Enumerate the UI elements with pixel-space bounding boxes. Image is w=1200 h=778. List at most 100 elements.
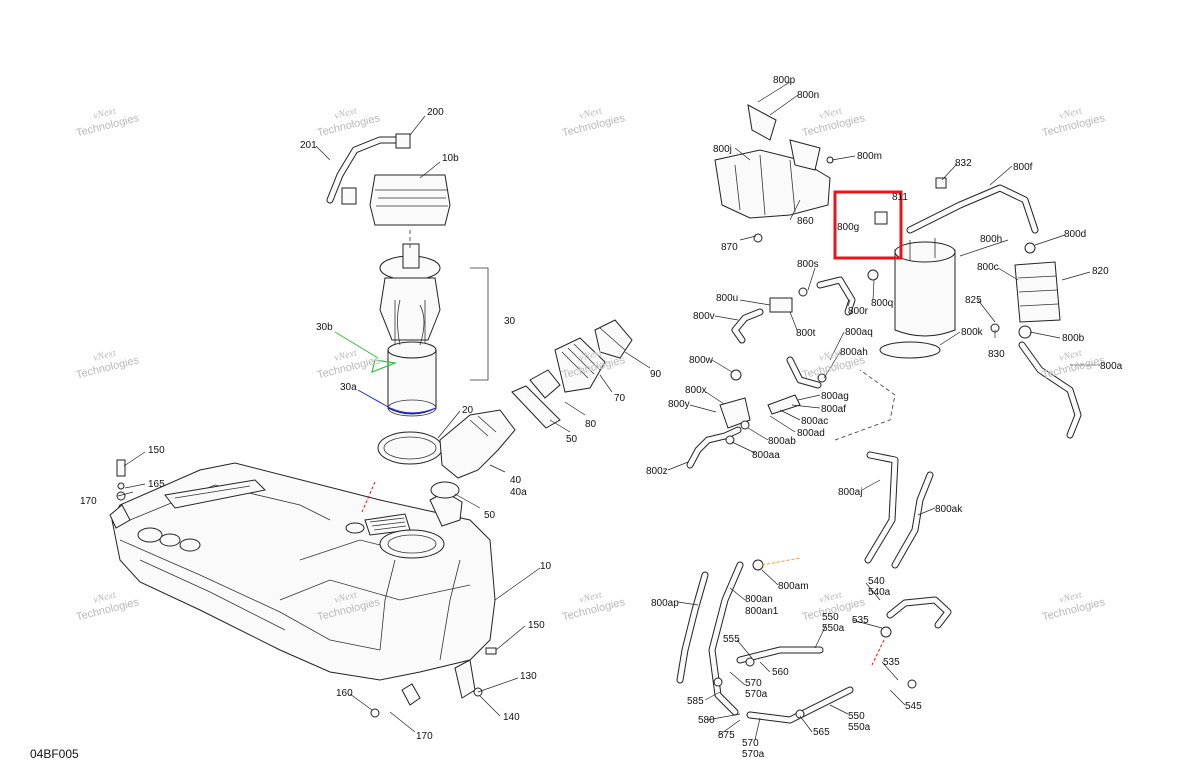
- callout-label: 800af: [821, 404, 847, 415]
- callout-label: 550: [822, 612, 839, 623]
- callout-label: 550: [848, 711, 865, 722]
- callout-label: 560: [772, 667, 789, 678]
- callout-label: 555: [723, 634, 740, 645]
- callout-label: 800c: [977, 262, 999, 273]
- callout-label: 535: [883, 657, 900, 668]
- callout-label: 585: [687, 696, 704, 707]
- callout-label: 800s: [797, 259, 819, 270]
- callout-label: 200: [427, 107, 444, 118]
- callout-label: 550a: [848, 722, 871, 733]
- callout-label: 545: [905, 701, 922, 712]
- callout-label: 570a: [742, 749, 765, 760]
- callout-label: 800r: [848, 306, 869, 317]
- callout-label: 800ab: [768, 436, 796, 447]
- callout-label: 820: [1092, 266, 1109, 277]
- callout-label: 832: [955, 158, 972, 169]
- callout-label: 870: [721, 242, 738, 253]
- lower-hose-group: [676, 557, 952, 724]
- callout-label: 800h: [980, 234, 1003, 245]
- callout-label: 800t: [796, 328, 816, 339]
- callout-label: 20: [462, 405, 474, 416]
- callout-label: 201: [300, 140, 317, 151]
- callout-label: 800ak: [935, 504, 963, 515]
- callout-label: 130: [520, 671, 537, 682]
- highlight-box: [833, 190, 903, 260]
- callout-label: 800z: [646, 466, 668, 477]
- callout-label: 800w: [689, 355, 713, 366]
- callout-label: 140: [503, 712, 520, 723]
- callout-label: 580: [698, 715, 715, 726]
- callout-label: 540a: [868, 587, 891, 598]
- callout-label: 830: [988, 349, 1005, 360]
- callout-label: 30a: [340, 382, 357, 393]
- callout-label: 800u: [716, 293, 739, 304]
- callout-label: 800j: [713, 144, 732, 155]
- callout-label: 800k: [961, 327, 983, 338]
- callout-label: 10b: [442, 153, 459, 164]
- callout-label: 800b: [1062, 333, 1085, 344]
- callout-label: 800ag: [821, 391, 849, 402]
- callout-label: 800q: [871, 298, 894, 309]
- callout-label: 800y: [668, 399, 690, 410]
- callout-label: 800m: [857, 151, 883, 162]
- callout-label: 30b: [316, 322, 333, 333]
- callout-label: 800n: [797, 90, 820, 101]
- callout-label: 575: [718, 730, 735, 741]
- callout-label: 800ap: [651, 598, 679, 609]
- callout-label: 800an1: [745, 606, 779, 617]
- callout-label: 800f: [1013, 162, 1033, 173]
- callout-label: 800am: [778, 581, 809, 592]
- pump-seal-ring: [377, 431, 443, 465]
- callout-label: 40a: [510, 487, 527, 498]
- tank-fasteners: [116, 459, 497, 718]
- callout-label: 800v: [693, 311, 715, 322]
- filler-neck: [430, 319, 633, 499]
- callout-label: 150: [148, 445, 165, 456]
- callout-label: 800x: [685, 385, 707, 396]
- callout-label: 40: [510, 475, 522, 486]
- drawing-code: 04BF005: [30, 747, 79, 761]
- callout-label: 50: [566, 434, 578, 445]
- callout-label: 860: [797, 216, 814, 227]
- callout-label: 535: [852, 615, 869, 626]
- evap-canister-group: [714, 104, 1082, 439]
- callout-label: 150: [528, 620, 545, 631]
- callout-label: 90: [650, 369, 662, 380]
- callout-label: 800ac: [801, 416, 829, 427]
- callout-label: 70: [614, 393, 626, 404]
- callout-label: 570: [745, 678, 762, 689]
- callout-label: 800d: [1064, 229, 1087, 240]
- callout-label: 800a: [1100, 361, 1123, 372]
- callout-label: 165: [148, 479, 165, 490]
- callout-label: 170: [80, 496, 97, 507]
- leader-lines: [117, 81, 1100, 741]
- callout-label: 570: [742, 738, 759, 749]
- fuel-tank: [109, 462, 496, 706]
- callout-label: 10: [540, 561, 552, 572]
- callout-label: 825: [965, 295, 982, 306]
- callout-label: 800ah: [840, 347, 868, 358]
- callout-label: 540: [868, 576, 885, 587]
- callout-label: 811: [892, 192, 908, 203]
- callout-label: 570a: [745, 689, 768, 700]
- callout-label: 800p: [773, 75, 796, 86]
- vent-line: [326, 133, 411, 205]
- hose-pair: [864, 451, 934, 569]
- callout-label: 80: [585, 419, 597, 430]
- callout-label: 565: [813, 727, 830, 738]
- callout-label: 550a: [822, 623, 845, 634]
- callout-label: 170: [416, 731, 433, 742]
- callout-label: 800ad: [797, 428, 825, 439]
- callout-label: 160: [336, 688, 353, 699]
- callout-label: 800aj: [838, 487, 863, 498]
- callout-label: 30: [504, 316, 516, 327]
- callout-label: 800aa: [752, 450, 780, 461]
- fuel-pump-module: [334, 174, 489, 417]
- callout-label: 800g: [837, 222, 860, 233]
- fuel-line-group: [686, 276, 896, 469]
- callout-label: 800an: [745, 594, 773, 605]
- callout-label: 50: [484, 510, 496, 521]
- callout-label: 800aq: [845, 327, 873, 338]
